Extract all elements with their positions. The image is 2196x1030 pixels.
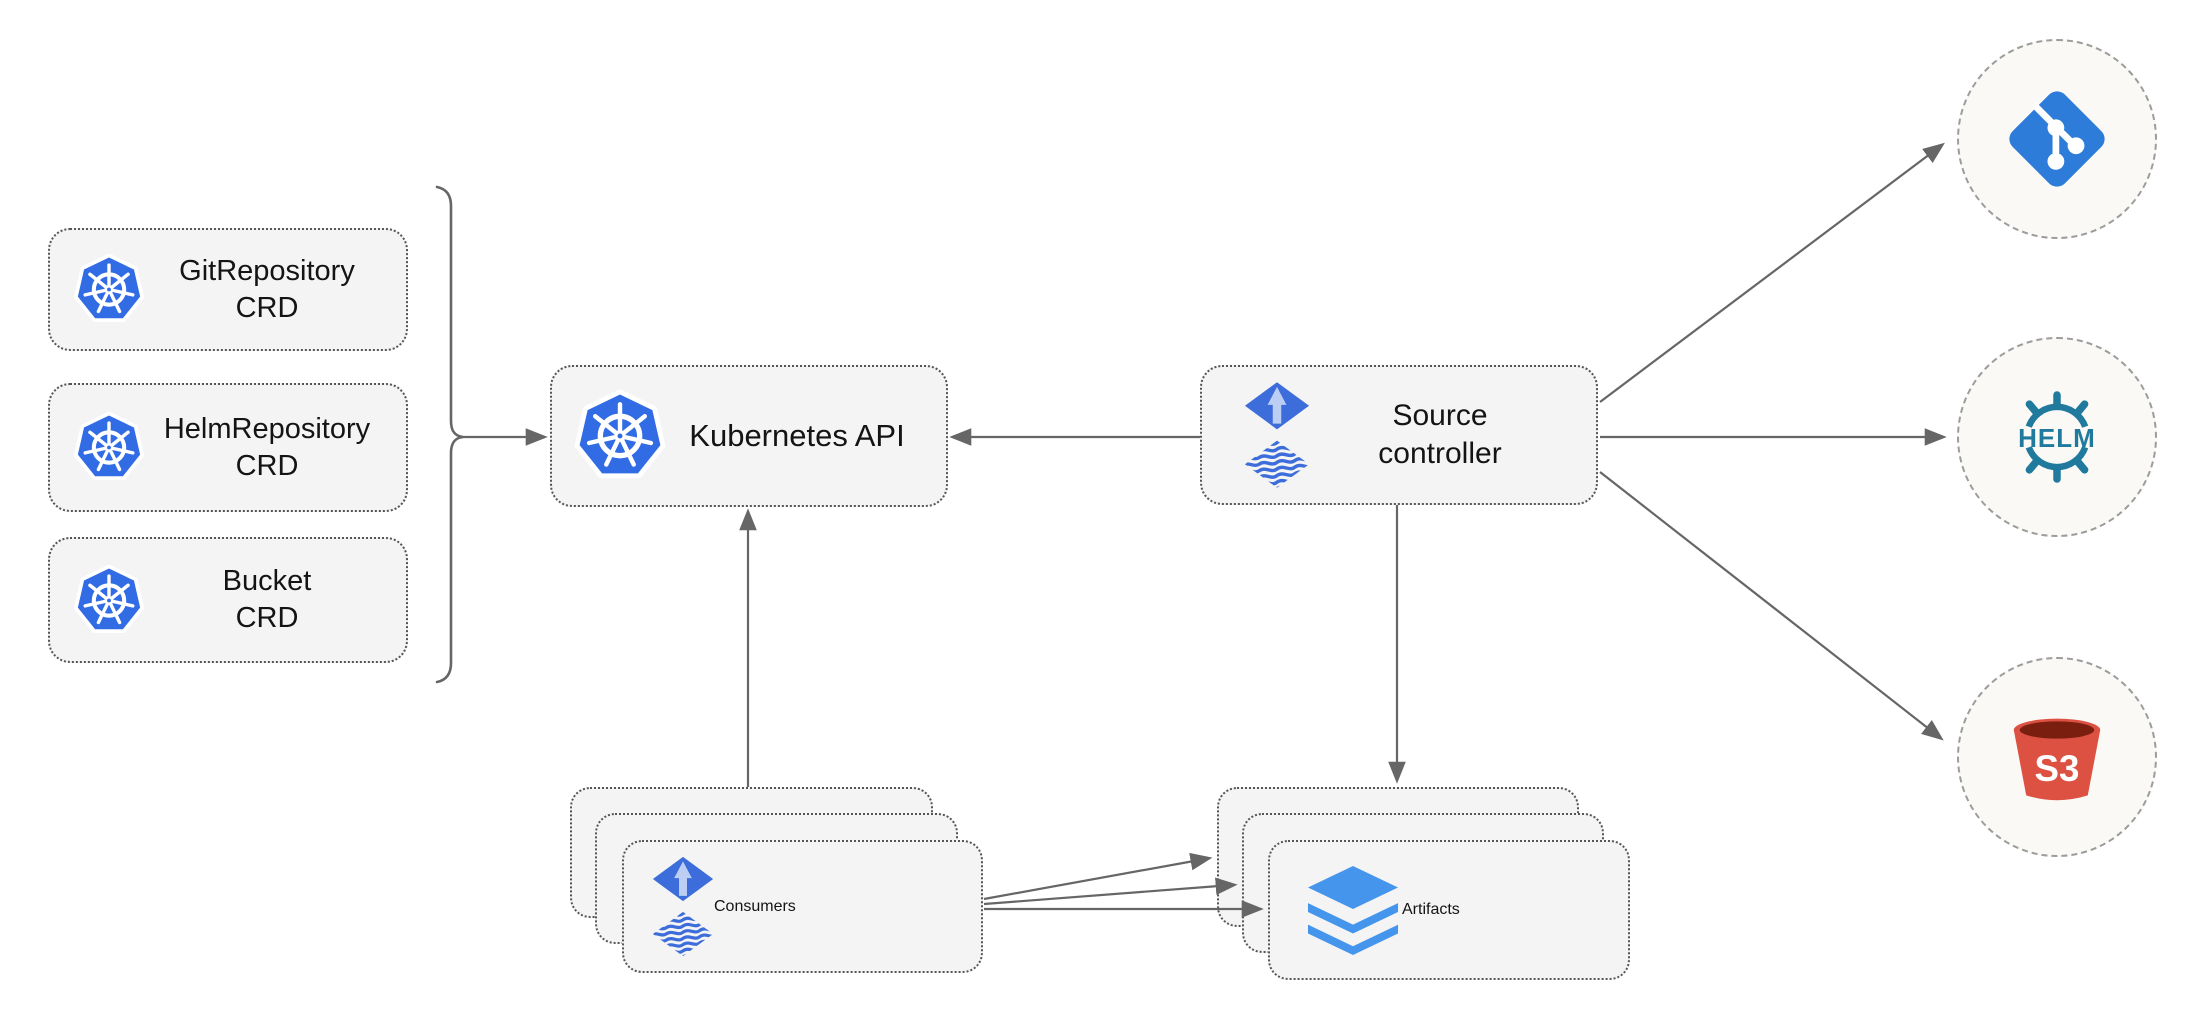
kubernetes-icon <box>72 409 146 486</box>
node-label: Source controller <box>1378 399 1502 470</box>
node-label: Kubernetes API <box>689 418 905 453</box>
node-source-controller: Source controller <box>1200 365 1598 505</box>
kubernetes-icon <box>572 386 668 486</box>
s3-bucket-icon: S3 <box>2013 718 2101 801</box>
flux-icon <box>1244 381 1310 489</box>
node-label: Bucket CRD <box>222 565 312 634</box>
node-helmrepository-crd: HelmRepository CRD <box>48 383 408 512</box>
arrow-source-to-git <box>1599 142 1945 403</box>
kubernetes-icon <box>72 251 146 328</box>
node-bucket-crd: Bucket CRD <box>48 537 408 663</box>
layers-icon <box>1304 864 1402 956</box>
node-git-source <box>1957 39 2157 239</box>
node-helm-source: HELM <box>1957 337 2157 537</box>
crd-brace <box>435 185 464 684</box>
arrow-consumers-to-artifacts-2 <box>983 877 1238 906</box>
flux-icon <box>652 856 714 957</box>
s3-label: S3 <box>2035 748 2080 789</box>
kubernetes-icon <box>72 562 146 639</box>
node-artifacts: Artifacts <box>1268 840 1630 980</box>
node-gitrepository-crd: GitRepository CRD <box>48 228 408 351</box>
helm-label: HELM <box>2018 423 2096 453</box>
arrow-consumers-to-artifacts-1 <box>983 852 1213 901</box>
node-label: Consumers <box>714 897 796 915</box>
node-label: GitRepository CRD <box>179 254 355 324</box>
node-consumers: Consumers <box>622 840 983 973</box>
node-label: HelmRepository CRD <box>163 412 371 482</box>
helm-icon: HELM <box>2018 391 2096 483</box>
node-label: Artifacts <box>1402 901 1460 918</box>
git-icon <box>2009 91 2105 187</box>
node-kubernetes-api: Kubernetes API <box>550 365 948 507</box>
arrow-source-to-s3 <box>1599 471 1944 741</box>
node-s3-source: S3 <box>1957 657 2157 857</box>
